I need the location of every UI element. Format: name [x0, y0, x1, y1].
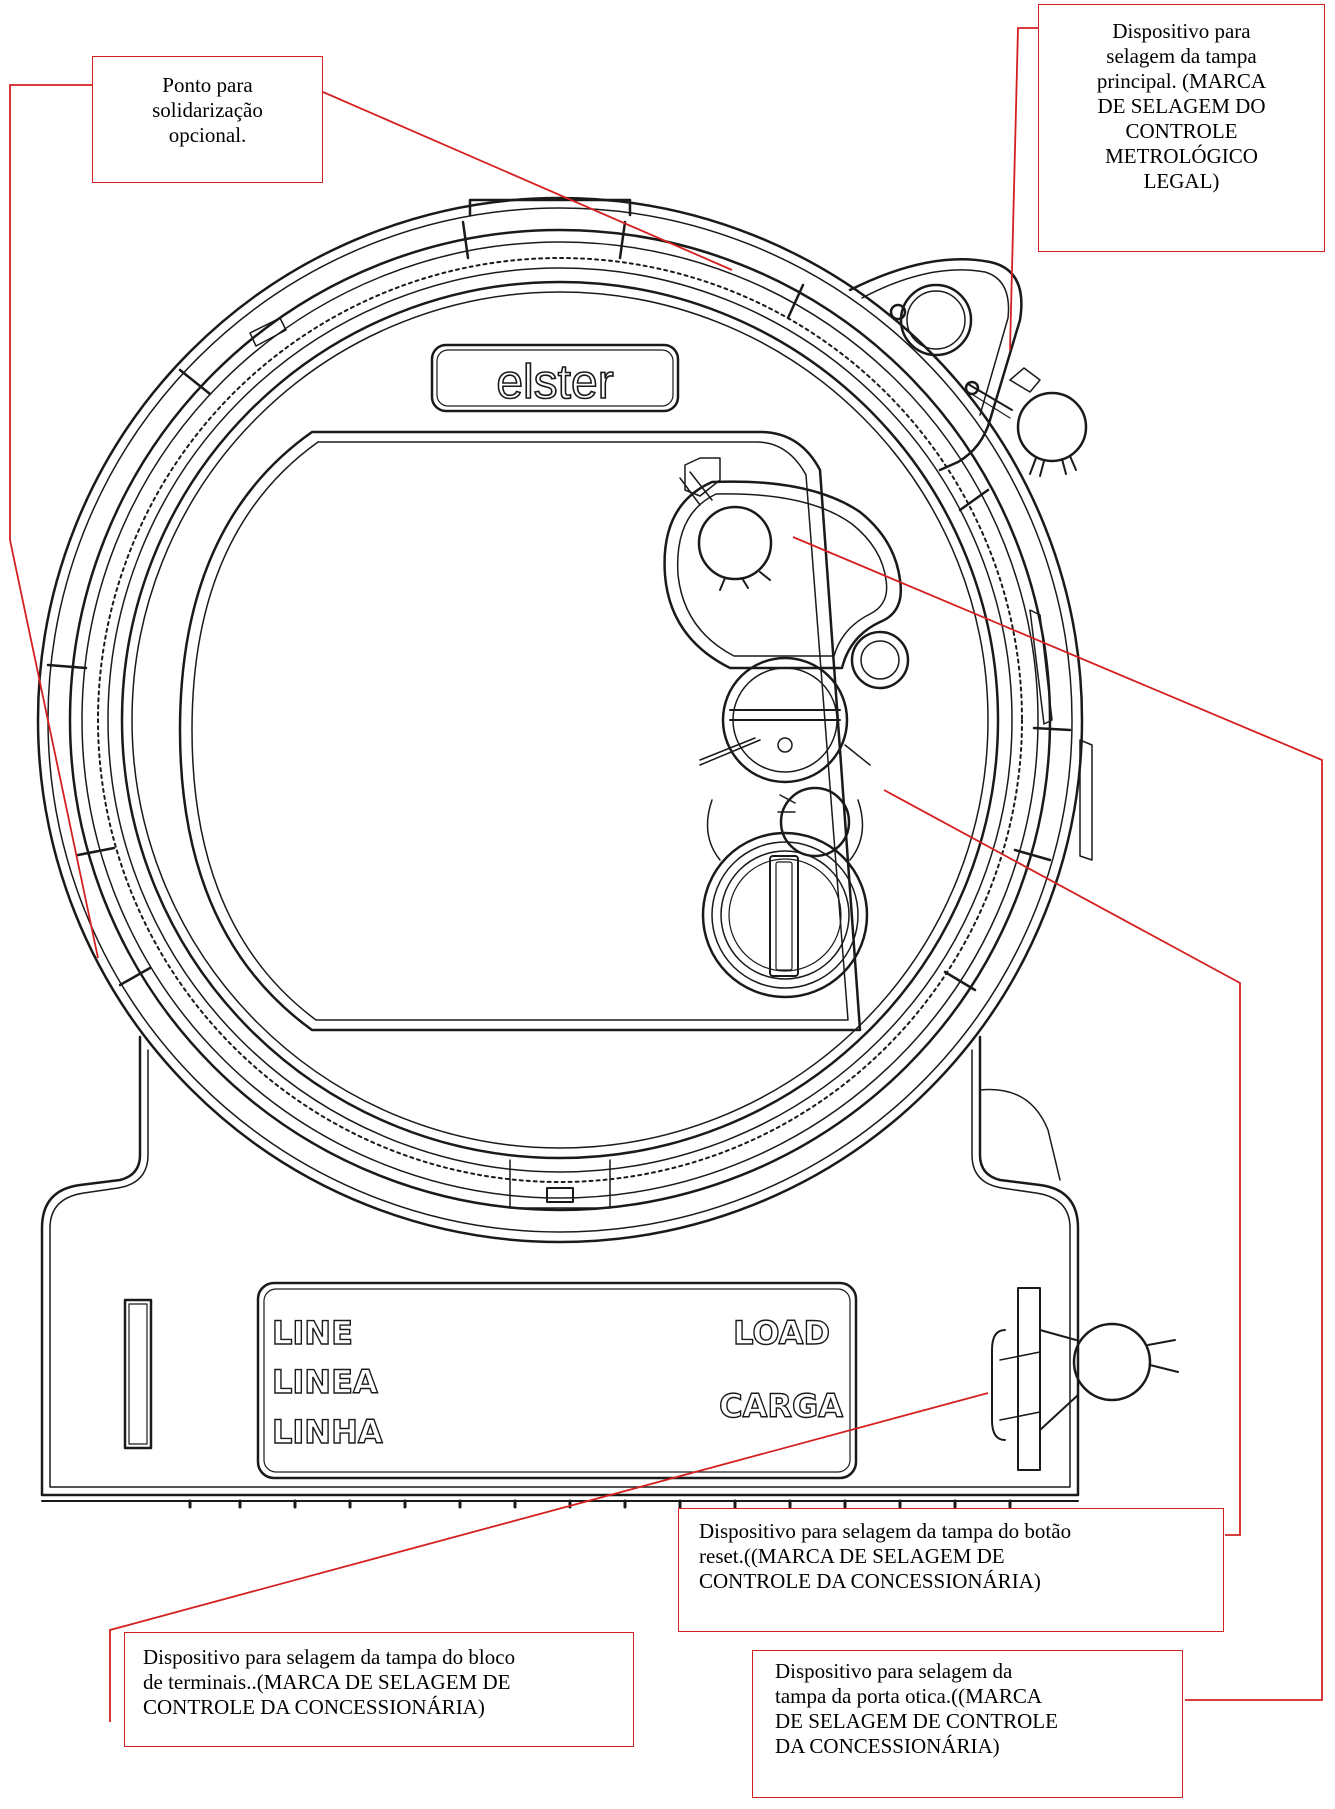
leader-optional-link-left [9, 84, 99, 959]
brand-logo: elster [496, 356, 613, 409]
cover-latch [546, 1187, 574, 1203]
demand-reset-dial [701, 831, 869, 999]
terminal-slot-left [123, 1298, 153, 1450]
main-cover-seal-ball [1016, 391, 1088, 463]
leader-reset-button-seal [883, 789, 1241, 1536]
terminal-label-plate [256, 1281, 858, 1480]
leader-terminal-block-seal [109, 1392, 989, 1722]
optical-port-cover [663, 480, 903, 670]
optical-port-seal-ball [697, 505, 773, 581]
terminal-block-housing [40, 1035, 1080, 1497]
label-linha: LINHA [272, 1413, 383, 1451]
cover-outer-ring [36, 196, 1084, 1244]
terminal-block-seal-bracket [1017, 1287, 1041, 1471]
leader-optional-link-right [322, 91, 733, 271]
callout-terminal-block-seal: Dispositivo para selagem da tampa do blo… [124, 1632, 634, 1747]
main-cover-seal-ear [848, 257, 1023, 472]
callout-optional-link-point: Ponto para solidarização opcional. [92, 56, 323, 183]
display-window [178, 430, 862, 1032]
leader-optical-port-seal [792, 536, 1323, 1701]
terminal-block-seal-ball [1072, 1322, 1152, 1402]
callout-optical-port-seal: Dispositivo para selagem da tampa da por… [752, 1650, 1183, 1798]
callout-reset-button-seal: Dispositivo para selagem da tampa do bot… [678, 1508, 1224, 1632]
label-carga: CARGA [719, 1387, 843, 1425]
callout-main-cover-seal: Dispositivo para selagem da tampa princi… [1038, 4, 1325, 252]
label-load: LOAD [733, 1314, 830, 1352]
reset-button-seal-ball [779, 786, 851, 858]
logo-plate [430, 343, 680, 413]
label-line: LINE [272, 1314, 353, 1352]
reset-button-cover [721, 656, 849, 784]
leader-main-cover-seal [1009, 27, 1038, 351]
label-linea: LINEA [272, 1363, 378, 1401]
